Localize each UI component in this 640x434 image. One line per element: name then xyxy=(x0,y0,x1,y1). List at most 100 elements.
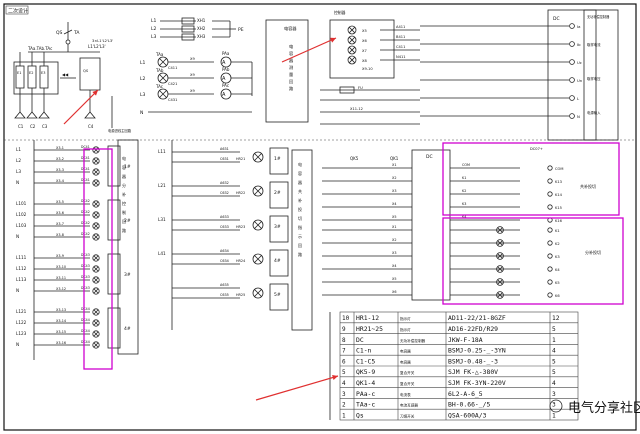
bom-spec: BH-0.66-_/5 xyxy=(448,401,490,409)
branch-lamp xyxy=(92,341,100,349)
lamp-note-char: 指 xyxy=(298,224,302,230)
terminal-label: X11-12 xyxy=(350,107,363,111)
branch-phase-label: L102 xyxy=(16,212,27,217)
ta-label: TAc xyxy=(155,84,163,89)
phase-label: L2 xyxy=(151,26,157,32)
box-title-char: 电 xyxy=(289,43,294,49)
phase-label: L1 xyxy=(151,18,157,24)
terminal-label: X3-8 xyxy=(56,233,64,237)
cap-label: DC42 xyxy=(81,232,90,236)
lamp-cross xyxy=(93,288,99,294)
lamp-cross xyxy=(348,56,356,64)
terminal-label: COM xyxy=(555,167,563,171)
branch-phase-label: N xyxy=(16,342,19,347)
cap-label: DC43 xyxy=(81,253,90,257)
terminal-label: X3-12 xyxy=(56,287,66,291)
breaker-label: 3×L1'L2'L3' xyxy=(92,39,113,43)
box-title-char: 测 xyxy=(289,64,293,71)
group-bracket xyxy=(107,145,121,187)
wire-label: N411 xyxy=(396,55,406,59)
terminal-label: X3-13 xyxy=(56,308,66,312)
fuse-label: FU xyxy=(358,86,363,90)
bom-cell: 12 xyxy=(552,315,560,322)
bom-spec: AD16-22FD/R29 xyxy=(448,325,498,333)
side-note-char: 补 xyxy=(122,191,126,197)
branch-lamp xyxy=(92,222,100,230)
watermark-text: 电气分享社区 xyxy=(568,400,640,416)
pe-label: PE xyxy=(238,27,244,33)
lamp-cross xyxy=(159,74,167,82)
lamp-cross xyxy=(254,187,262,195)
bom-cell: 电容器 xyxy=(400,359,411,364)
bom-cell: 3 xyxy=(552,402,556,409)
wire-label: C431 xyxy=(168,98,177,102)
lamp-note-char: 示 xyxy=(298,234,302,239)
branch-lamp xyxy=(92,157,100,165)
breaker-text: QS xyxy=(83,69,89,73)
relay-label: X4 xyxy=(392,264,396,268)
bom-cell: 指示灯 xyxy=(400,316,411,321)
terminal-label: K6 xyxy=(555,294,560,298)
lamp-note-char: 电 xyxy=(298,161,302,167)
lamp-cross xyxy=(497,292,503,298)
terminal-label: X9 xyxy=(190,89,195,93)
group-bracket xyxy=(107,199,121,241)
branch-lamp xyxy=(92,200,100,208)
lamp-note-box xyxy=(291,149,313,331)
bom-spec: SJM FK-△-380V xyxy=(448,368,498,376)
terminal-label: Un xyxy=(577,78,583,83)
wire-label: A631 xyxy=(220,147,229,151)
branch-phase-label: L111 xyxy=(16,255,27,260)
branch-lamp xyxy=(92,146,100,154)
corner-label: 二次设计 xyxy=(8,8,28,15)
wire-label: A632 xyxy=(220,181,229,185)
branch-phase-label: L1 xyxy=(16,147,21,152)
controller-terminal xyxy=(569,95,575,101)
branch-lamp xyxy=(92,211,100,219)
relay-label: X6 xyxy=(392,290,396,294)
bom-cell: C1-n xyxy=(356,347,372,355)
terminal-label: X9-10 xyxy=(362,67,373,71)
coil-label: K3 xyxy=(462,202,466,206)
bom-cell: QK1-4 xyxy=(356,379,375,387)
watermark-logo xyxy=(549,399,563,413)
group-label: 1# xyxy=(124,164,131,170)
bom-cell: 1 xyxy=(552,337,556,344)
arrow-glyph: ◀◀ xyxy=(62,72,69,77)
lamp-note-char: 器 xyxy=(298,180,302,185)
terminal-label: X3-10 xyxy=(56,265,66,269)
branch-lamp xyxy=(92,168,100,176)
relay-header: DC07+ xyxy=(530,147,543,151)
terminal-label: L xyxy=(577,96,580,101)
cap-label: DC44 xyxy=(81,340,90,344)
relay-lamp xyxy=(496,265,504,273)
controller-row-label: 取样电流 xyxy=(587,42,601,47)
lamp-group-box xyxy=(269,181,289,209)
bom-cell: 3 xyxy=(342,391,346,398)
box-title-char: 量 xyxy=(289,71,293,78)
relay-lamp xyxy=(496,239,504,247)
side-note-char: 回 xyxy=(122,219,126,224)
highlight-box-common xyxy=(442,142,620,216)
lamp-label: HR23 xyxy=(236,225,245,229)
fuse-box xyxy=(181,33,195,41)
branch-phase-label: L123 xyxy=(16,331,27,336)
terminal-label: X9 xyxy=(190,73,195,77)
fuse-label: XH1 xyxy=(197,18,206,23)
bom-cell: 复合开关 xyxy=(400,370,415,375)
controller-terminal xyxy=(569,113,575,119)
group-bracket xyxy=(107,307,121,349)
meter-label: PAa xyxy=(222,51,230,56)
ta-label: TAb xyxy=(155,68,164,73)
relay-label: X5 xyxy=(392,215,396,219)
lamp-cross xyxy=(93,234,99,240)
ta-label: TA xyxy=(73,30,80,36)
bom-cell: 复合开关 xyxy=(400,381,415,386)
highlight-boxes xyxy=(83,142,624,370)
bom-cell: 无功补偿控制器 xyxy=(400,338,426,343)
right-bus-label: L1'L2'L3' xyxy=(88,44,106,49)
ct-coil xyxy=(347,25,357,35)
terminal-label: K2 xyxy=(555,242,560,246)
